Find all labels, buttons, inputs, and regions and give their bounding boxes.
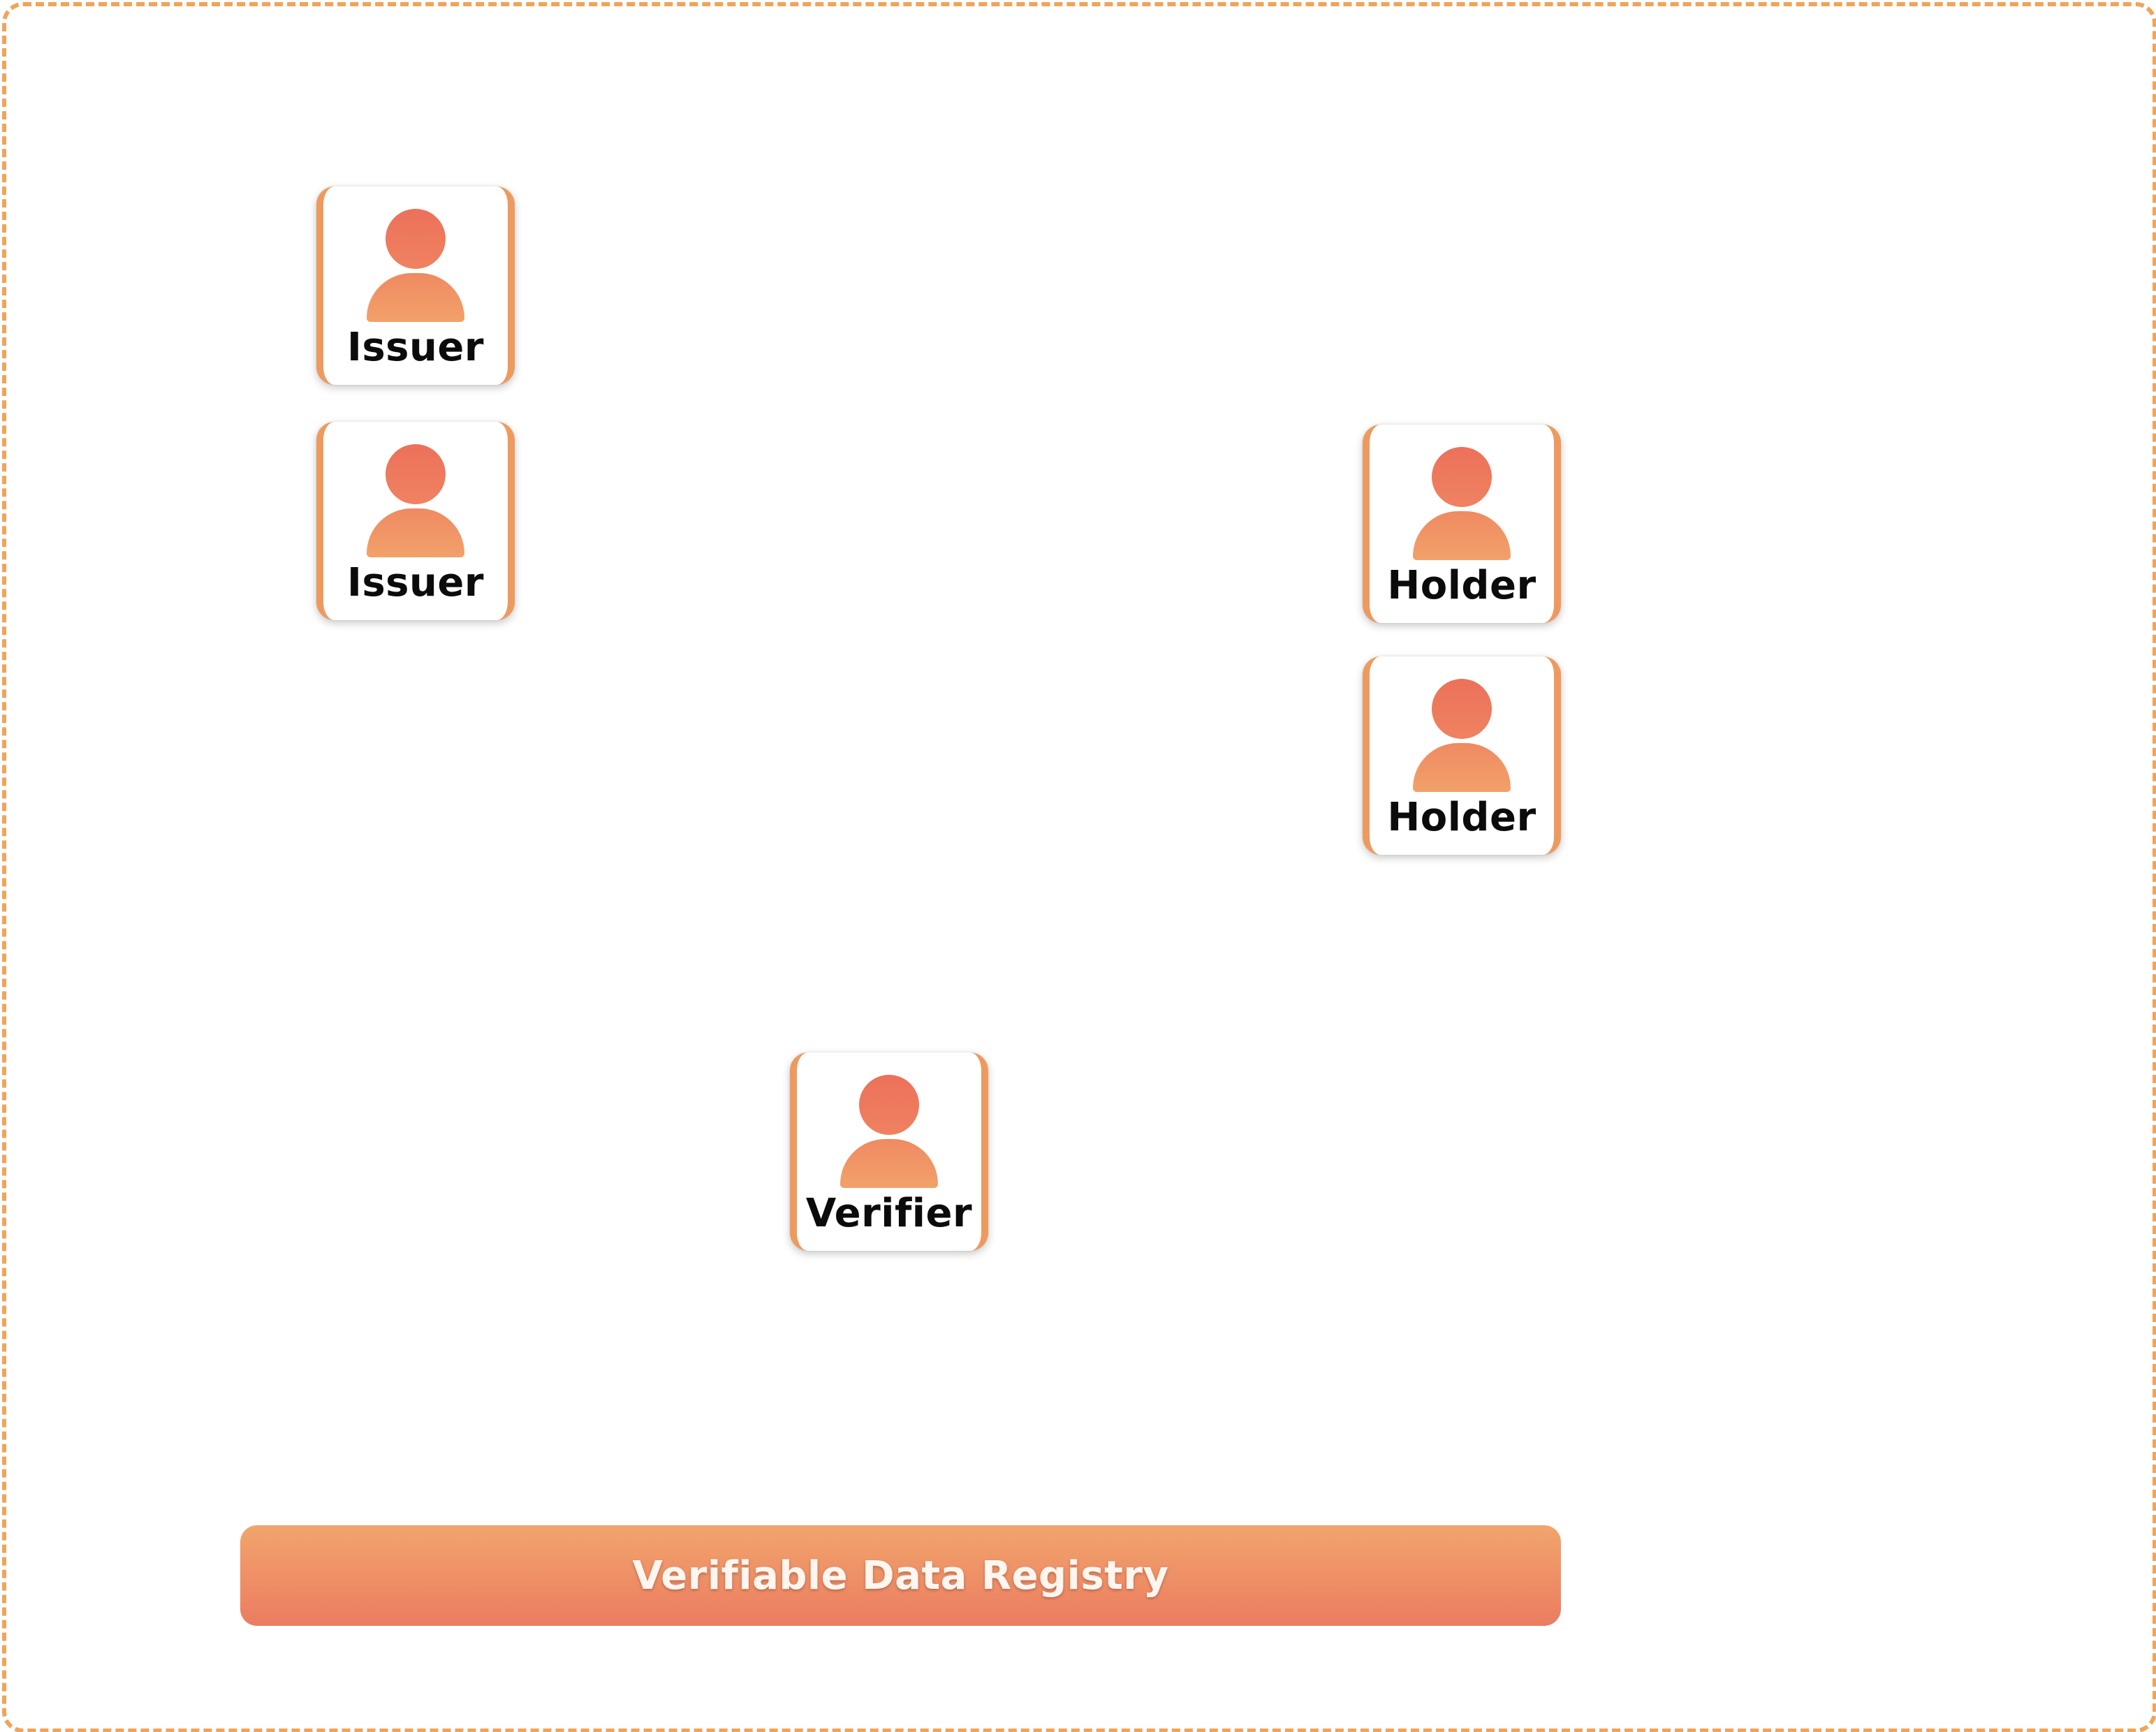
issuer-card: Issuer: [316, 422, 515, 620]
registry-label: Verifiable Data Registry: [632, 1553, 1169, 1599]
holder-label: Holder: [1387, 795, 1537, 840]
verifier-label: Verifier: [805, 1191, 973, 1236]
holder-card: Holder: [1363, 425, 1561, 623]
issuer-card: Issuer: [316, 186, 515, 385]
issuer-label: Issuer: [347, 325, 484, 370]
issuer-label: Issuer: [347, 560, 484, 606]
person-icon-body: [840, 1139, 938, 1188]
verifiable-data-registry: Verifiable Data Registry: [240, 1525, 1561, 1626]
person-icon-body: [1413, 511, 1511, 560]
person-icon: [386, 444, 446, 504]
verifier-card: Verifier: [790, 1052, 988, 1251]
person-icon-body: [367, 273, 464, 322]
person-icon-body: [1413, 743, 1511, 792]
person-icon-body: [367, 508, 464, 557]
person-icon: [859, 1075, 919, 1135]
person-icon: [386, 209, 446, 269]
holder-label: Holder: [1387, 563, 1537, 608]
holder-card: Holder: [1363, 656, 1561, 855]
person-icon: [1432, 447, 1492, 507]
person-icon: [1432, 679, 1492, 739]
